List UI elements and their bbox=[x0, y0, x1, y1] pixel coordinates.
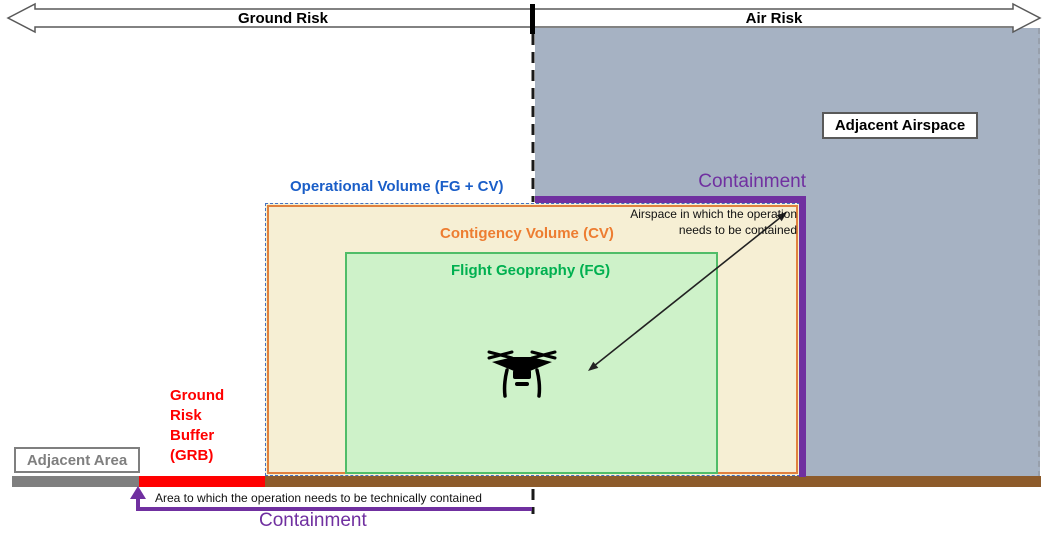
ground-risk-axis-label: Ground Risk bbox=[237, 10, 328, 27]
ground-bar bbox=[265, 476, 1041, 487]
airspace-containment-note: Airspace in which the operation needs to… bbox=[630, 207, 797, 237]
ground-risk-buffer-bar bbox=[139, 476, 265, 487]
grb-line-1: Ground bbox=[170, 387, 225, 404]
containment-arrow-shaft bbox=[136, 495, 140, 509]
ground-risk-buffer-label: Ground Risk Buffer (GRB) bbox=[170, 386, 224, 466]
air-risk-axis-label: Air Risk bbox=[745, 10, 803, 27]
adjacent-airspace-label: Adjacent Airspace bbox=[822, 112, 978, 139]
containment-arrow-head bbox=[130, 486, 146, 499]
operational-volume-label: Operational Volume (FG + CV) bbox=[290, 178, 504, 195]
area-containment-note: Area to which the operation needs to be … bbox=[155, 491, 482, 505]
adjacent-area-bar bbox=[12, 476, 140, 487]
grb-line-3: Buffer bbox=[170, 427, 215, 444]
drone-icon bbox=[487, 350, 557, 398]
containment-label-bottom: Containment bbox=[259, 510, 367, 531]
adjacent-area-label: Adjacent Area bbox=[14, 447, 140, 473]
grb-line-4: (GRB) bbox=[170, 447, 214, 464]
contingency-volume-label: Contigency Volume (CV) bbox=[440, 225, 614, 242]
grb-line-2: Risk bbox=[170, 407, 202, 424]
flight-geography-label: Flight Geopraphy (FG) bbox=[451, 262, 611, 279]
containment-label-top: Containment bbox=[698, 171, 806, 192]
